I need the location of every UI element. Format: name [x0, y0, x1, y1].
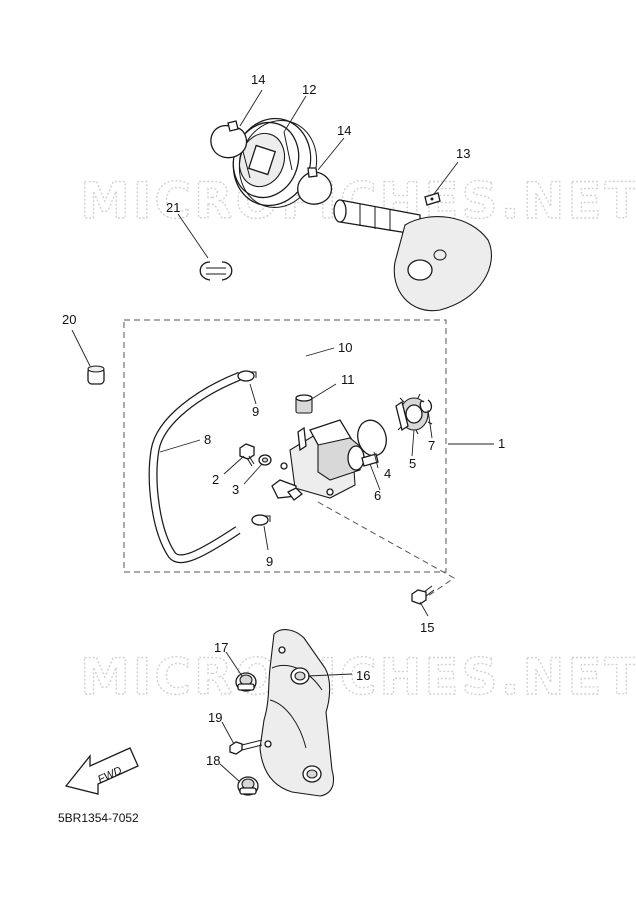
callout-21: 21: [166, 200, 180, 215]
circlip-part-14-right: [297, 167, 333, 205]
callout-10: 10: [338, 340, 352, 355]
callout-5: 5: [409, 456, 416, 471]
callout-17: 17: [214, 640, 228, 655]
cover-part-16: [259, 629, 335, 797]
oil-pump-body: [271, 419, 365, 501]
callout-9-lower: 9: [266, 554, 273, 569]
grommet-part-17: [235, 672, 257, 692]
hose-part-10: [159, 336, 309, 401]
screw-part-2: [239, 443, 255, 467]
callout-3: 3: [232, 482, 239, 497]
callout-13: 13: [456, 146, 470, 161]
diagram-code: 5BR1354-7052: [58, 811, 139, 825]
hose-part-8: [148, 371, 242, 564]
callout-16: 16: [356, 668, 370, 683]
pulley-part-12: [232, 117, 318, 208]
gear-part-5: [395, 393, 433, 435]
screw-part-19: [229, 739, 263, 755]
grommet-part-18: [237, 776, 259, 796]
bolt-part-15: [411, 585, 435, 605]
callout-1: 1: [498, 436, 505, 451]
hose-clip-part-9-lower: [251, 514, 271, 526]
hose-joint-part-11: [295, 394, 313, 414]
washer-part-3: [258, 454, 272, 466]
callout-6: 6: [374, 488, 381, 503]
callout-2: 2: [212, 472, 219, 487]
callout-14-left: 14: [251, 72, 265, 87]
callout-9-upper: 9: [252, 404, 259, 419]
circlip-part-14-left: [210, 120, 248, 159]
callout-4: 4: [384, 466, 391, 481]
callout-14-right: 14: [337, 123, 351, 138]
watermark-bottom: MICROFICHES.NET: [80, 648, 636, 706]
callout-7: 7: [428, 438, 435, 453]
callout-12: 12: [302, 82, 316, 97]
callout-20: 20: [62, 312, 76, 327]
callout-18: 18: [206, 753, 220, 768]
callout-8: 8: [204, 432, 211, 447]
assembly-line-15: [317, 501, 455, 597]
fwd-arrow-icon: FWD: [64, 747, 139, 795]
callout-15: 15: [420, 620, 434, 635]
assembly-boundary-box: [123, 319, 447, 573]
callout-19: 19: [208, 710, 222, 725]
collar-part-20: [87, 365, 105, 385]
shaft-assembly-part-13: [333, 192, 492, 312]
leader-lines: [71, 89, 494, 783]
clip-part-21: [199, 261, 233, 281]
callout-11: 11: [341, 372, 355, 387]
circlip-part-7: [419, 399, 433, 413]
hose-clip-part-9-upper: [237, 370, 257, 382]
dowel-pin-part-6: [361, 453, 379, 467]
